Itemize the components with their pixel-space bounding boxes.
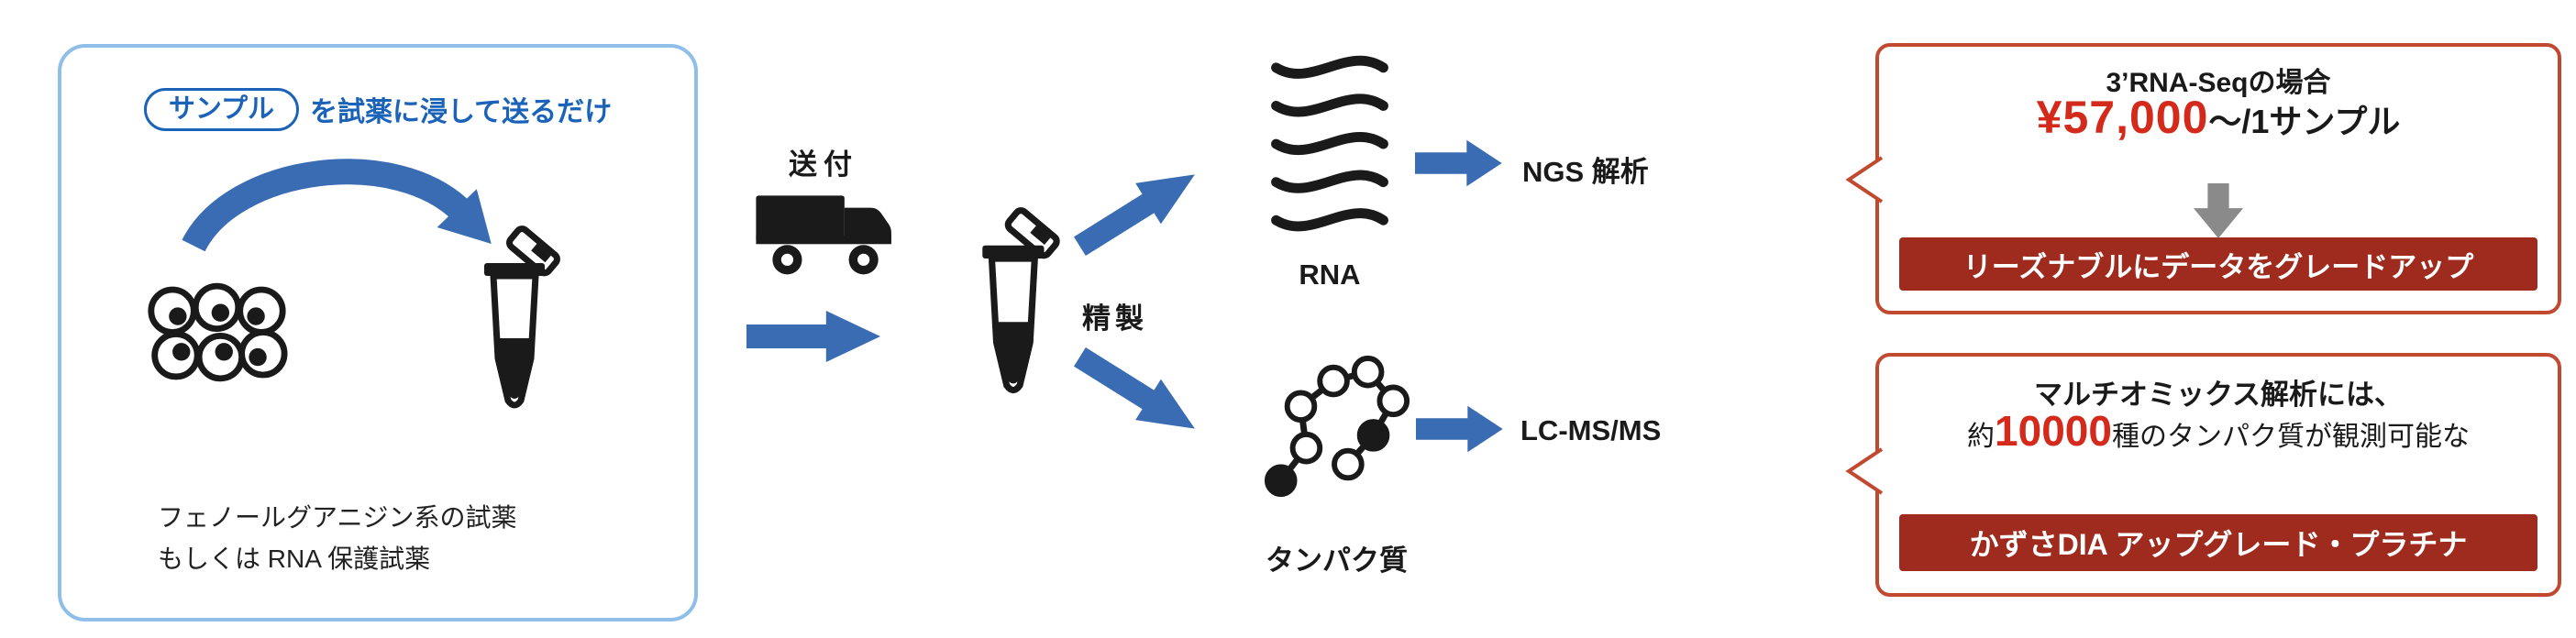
reagent-caption: フェノールグアニジン系の試薬 もしくは RNA 保護試薬 — [158, 497, 516, 580]
arrow-down-right-icon — [1073, 346, 1195, 429]
sample-pill: サンプル — [143, 88, 300, 131]
unit-text: 種 — [2111, 422, 2139, 452]
protein-count: 10000 — [1995, 407, 2112, 455]
cells-icon — [148, 282, 288, 382]
rnaseq-price-bubble: 3’RNA-Seqの場合 ¥57,000〜/1サンプル リーズナブルにデータをグ… — [1875, 43, 2561, 314]
arrow-right-icon — [1415, 139, 1502, 187]
lcms-label: LC-MS/MS — [1520, 414, 1662, 446]
ngs-label: NGS 解析 — [1522, 156, 1649, 188]
panel-title: サンプル を試薬に浸して送るだけ — [61, 88, 694, 131]
protein-count-line: 約10000種のタンパク質が観測可能な — [1879, 406, 2558, 456]
received-tube-icon — [982, 207, 1060, 394]
truck-icon — [756, 195, 891, 275]
purify-label: 精製 — [1082, 302, 1148, 335]
arrow-right-icon — [1416, 405, 1503, 453]
sample-panel: サンプル を試薬に浸して送るだけ — [58, 44, 698, 622]
protein-label: タンパク質 — [1266, 544, 1408, 577]
send-label: 送付 — [789, 148, 858, 181]
down-arrow-icon — [2193, 183, 2244, 238]
rest-text: のタンパク質が観測可能な — [2139, 422, 2470, 452]
upgrade-banner: リーズナブルにデータをグレードアップ — [1899, 237, 2537, 291]
arrow-up-right-icon — [1073, 174, 1195, 257]
reagent-caption-line1: フェノールグアニジン系の試薬 — [158, 503, 517, 532]
price-suffix: 〜/1サンプル — [2208, 103, 2401, 140]
bubble-tail-icon — [1845, 156, 1884, 204]
panel-title-text: を試薬に浸して送るだけ — [310, 97, 613, 128]
multiomics-heading: マルチオミックス解析には、 — [2033, 379, 2404, 411]
protein-chain-icon — [1264, 355, 1410, 498]
arrow-right-icon — [746, 311, 881, 362]
price-row: ¥57,000〜/1サンプル — [1879, 91, 2558, 144]
curved-arrow-icon — [182, 159, 492, 252]
reagent-caption-line2: もしくは RNA 保護試薬 — [158, 544, 431, 574]
price-value: ¥57,000 — [2036, 92, 2209, 143]
bubble-tail-icon — [1845, 447, 1884, 495]
rna-helix-icon — [1271, 55, 1388, 232]
rna-label: RNA — [1299, 258, 1361, 291]
multiomics-bubble: マルチオミックス解析には、 約10000種のタンパク質が観測可能な かずさDIA… — [1875, 353, 2561, 597]
kazusa-dia-banner: かずさDIA アップグレード・プラチナ — [1899, 514, 2537, 571]
rnaseq-heading: 3’RNA-Seqの場合 — [2106, 68, 2331, 98]
approx-text: 約 — [1967, 422, 1996, 452]
sample-tube-icon — [484, 226, 560, 409]
